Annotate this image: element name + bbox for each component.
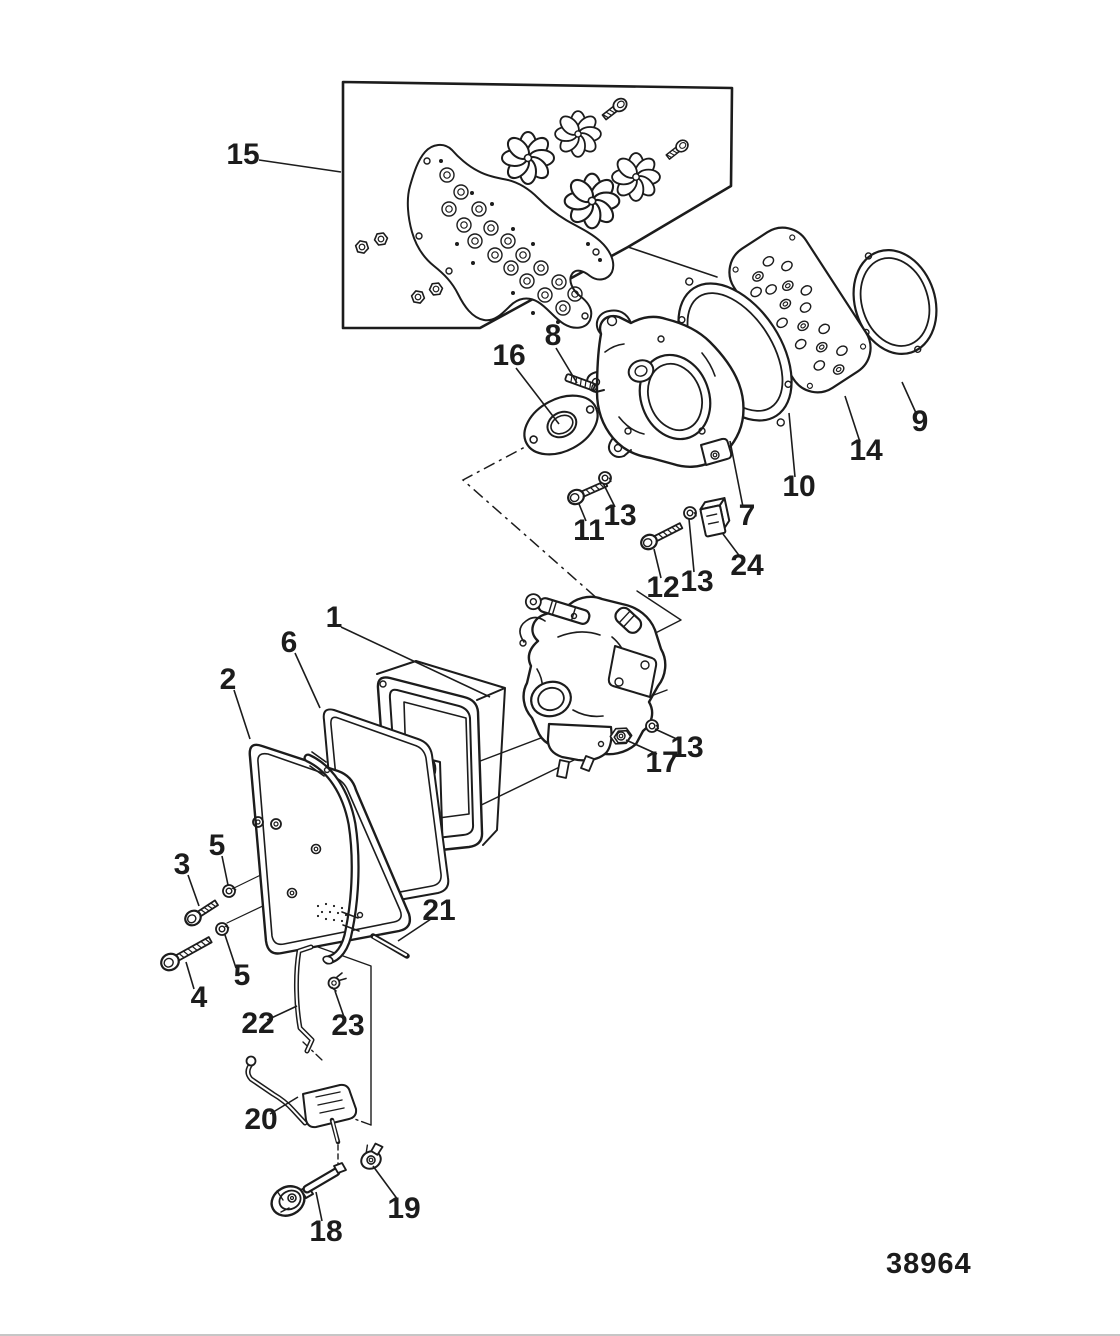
callout-15: 15 — [226, 138, 259, 171]
carburetor — [519, 593, 667, 779]
callout-21: 21 — [422, 894, 455, 927]
callout-8: 8 — [545, 319, 562, 352]
callout-11: 11 — [573, 514, 605, 547]
callout-leader-14 — [844, 395, 861, 443]
lever-20 — [245, 1055, 358, 1145]
link-rod-22 — [293, 944, 315, 1054]
callout-leader-19 — [372, 1165, 399, 1201]
callout-6: 6 — [281, 626, 298, 659]
callout-9: 9 — [912, 405, 929, 438]
block-24 — [699, 497, 731, 538]
callout-20: 20 — [244, 1103, 277, 1136]
callout-1: 1 — [326, 601, 343, 634]
callout-16: 16 — [492, 339, 525, 372]
callout-22: 22 — [241, 1007, 274, 1040]
callout-4: 4 — [191, 981, 208, 1014]
drain-tube — [303, 751, 364, 965]
callout-leader-9 — [901, 381, 917, 414]
callout-leader-6 — [294, 652, 321, 709]
bolt-12 — [640, 522, 684, 551]
pin-21 — [370, 933, 410, 959]
callout-17: 17 — [645, 746, 678, 779]
diaphragm-plate-14 — [728, 226, 872, 394]
knob-shaft-18 — [270, 1162, 347, 1217]
callout-leader-11 — [578, 503, 587, 522]
bowl-nipple — [556, 759, 570, 779]
callout-leader-13a — [602, 482, 616, 508]
callout-leader-8 — [555, 347, 578, 384]
callout-19: 19 — [387, 1192, 420, 1225]
washer-13b — [681, 504, 700, 522]
washer-5b — [213, 920, 232, 938]
page-edge — [0, 1334, 1120, 1336]
callout-leader-5b — [224, 934, 237, 969]
callout-leader-18 — [315, 1191, 323, 1222]
callout-leader-12 — [653, 548, 662, 579]
reed-screws — [599, 95, 692, 163]
callout-leader-5a — [221, 855, 229, 886]
callout-leader-15 — [258, 159, 342, 173]
callout-leader-24 — [722, 533, 742, 559]
idle-plug — [614, 606, 643, 634]
callout-18: 18 — [309, 1215, 342, 1248]
callout-leader-17 — [625, 739, 658, 755]
bolt-3 — [184, 899, 219, 927]
reed-plate — [406, 144, 615, 329]
reed-block-panel — [341, 80, 734, 330]
callout-13c: 13 — [670, 731, 703, 764]
cover-2 — [248, 743, 412, 965]
callout-leader-13b — [688, 518, 695, 573]
callout-leader-2 — [233, 689, 251, 740]
fuel-pump-body-7 — [586, 309, 745, 468]
stud-8 — [564, 373, 598, 392]
callout-leader-10 — [788, 412, 796, 478]
callout-13a: 13 — [603, 499, 636, 532]
figure-number: 38964 — [886, 1248, 972, 1280]
callout-24: 24 — [730, 549, 764, 582]
callout-7: 7 — [739, 499, 756, 532]
callout-leader-1 — [340, 626, 491, 698]
mounting-gasket-16 — [523, 394, 599, 456]
callout-2: 2 — [220, 663, 237, 696]
callout-leader-3 — [187, 874, 200, 907]
callout-leader-23 — [334, 990, 345, 1018]
clip-23 — [327, 972, 347, 992]
callout-leader-22 — [266, 1005, 298, 1021]
washer-5a — [220, 882, 239, 900]
bowl-nipple-2 — [580, 755, 595, 772]
gasket-ring-9 — [852, 249, 938, 355]
callout-leader-4 — [185, 961, 195, 990]
callout-14: 14 — [849, 434, 883, 467]
retainer-19 — [360, 1142, 384, 1170]
callout-13b: 13 — [680, 565, 713, 598]
callout-10: 10 — [782, 470, 815, 503]
bolt-4 — [160, 936, 213, 972]
callout-5b: 5 — [234, 959, 251, 992]
callout-3: 3 — [174, 848, 191, 881]
callout-leader-13c — [654, 728, 682, 742]
cover-texture-dots — [316, 902, 348, 923]
fuel-inlet-tube — [524, 593, 591, 625]
carb-flange — [607, 645, 658, 698]
callout-23: 23 — [331, 1009, 364, 1042]
callout-12: 12 — [646, 571, 679, 604]
callout-leader-16 — [515, 367, 560, 425]
callout-leader-21 — [397, 918, 432, 942]
callout-leader-20 — [269, 1096, 299, 1115]
callout-leader-7 — [729, 440, 744, 508]
callout-5a: 5 — [209, 829, 226, 862]
